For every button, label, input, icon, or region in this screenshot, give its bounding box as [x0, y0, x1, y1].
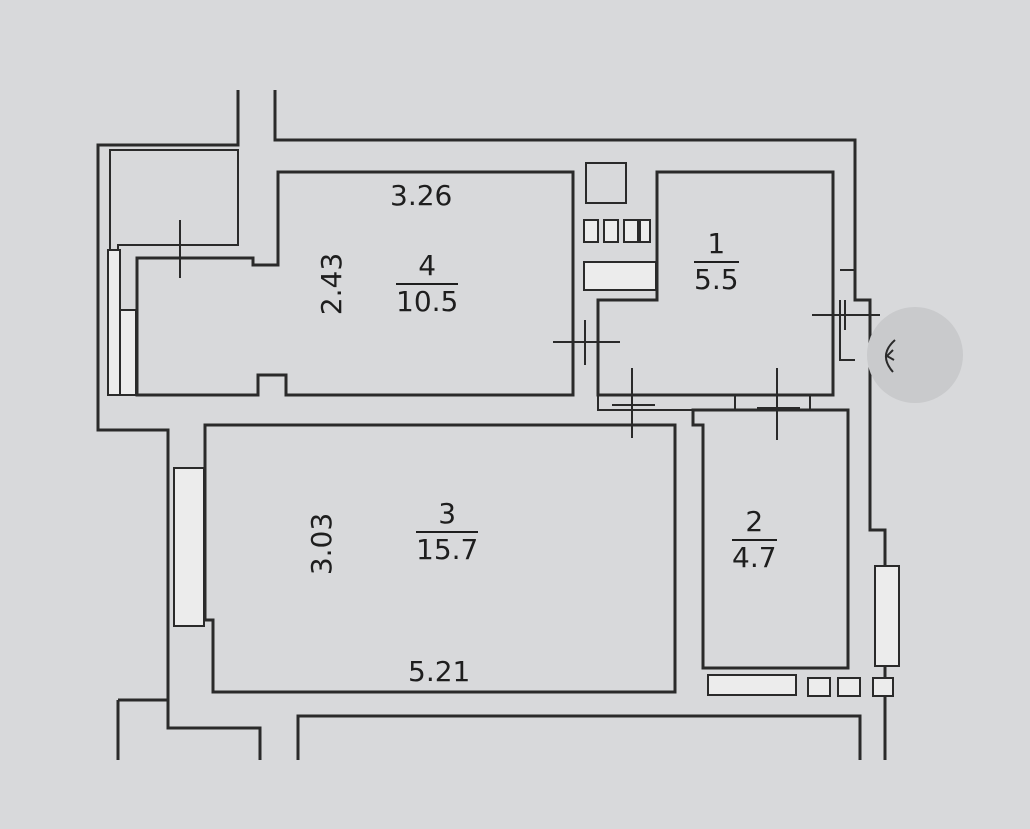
dimension-room-3-width: 5.21 — [408, 655, 471, 688]
dimension-room-4-depth: 2.43 — [315, 252, 348, 316]
room-area: 5.5 — [694, 263, 739, 296]
room-label-2: 2 4.7 — [732, 508, 777, 572]
room-label-1: 1 5.5 — [694, 230, 739, 294]
room-label-3: 3 15.7 — [416, 500, 479, 566]
window-room-3 — [173, 467, 205, 627]
room-number: 4 — [396, 252, 459, 285]
stove-burner — [623, 219, 639, 243]
stove-burner — [583, 219, 599, 243]
room-area: 4.7 — [732, 541, 777, 574]
shaft — [872, 677, 894, 697]
room-area: 10.5 — [396, 285, 459, 318]
entrance-marker — [867, 307, 963, 403]
room-number: 1 — [694, 230, 739, 263]
room-label-4: 4 10.5 — [396, 252, 459, 318]
stove-burner — [639, 219, 651, 243]
dimension-room-3-depth: 3.03 — [305, 512, 338, 576]
dimension-room-4-width: 3.26 — [390, 179, 453, 212]
outer-wall — [96, 90, 262, 760]
room-4-walls — [135, 170, 575, 397]
door-room-3 — [612, 368, 655, 438]
ventilation-shaft — [585, 162, 627, 204]
stove-burner — [603, 219, 619, 243]
door-room-2 — [757, 368, 800, 440]
entry-wall — [839, 269, 855, 361]
room-2-walls — [691, 408, 850, 670]
kitchen-sink — [583, 261, 657, 291]
room-area: 15.7 — [416, 533, 479, 566]
balcony-window — [107, 249, 121, 396]
room-number: 2 — [732, 508, 777, 541]
door-entrance — [812, 300, 880, 330]
outer-wall-top — [273, 90, 887, 760]
toilet — [837, 677, 861, 697]
room-number: 3 — [416, 500, 479, 533]
window-room-2 — [874, 565, 900, 667]
bathtub — [707, 674, 797, 696]
door-room-4 — [553, 320, 620, 365]
corridor-wall — [597, 395, 811, 411]
outer-wall-bottom — [116, 698, 862, 760]
entrance-arrow-icon — [885, 339, 896, 373]
washbasin — [807, 677, 831, 697]
door-balcony — [165, 220, 200, 278]
